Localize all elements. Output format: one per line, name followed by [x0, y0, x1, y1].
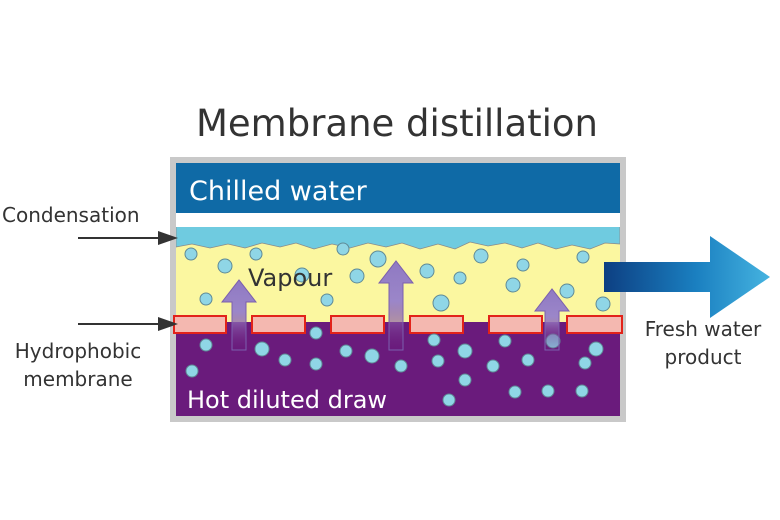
- chilled-water-layer: [176, 163, 620, 213]
- hot-draw-label: Hot diluted draw: [187, 386, 387, 414]
- droplet: [578, 356, 592, 370]
- membrane-label-line1: Hydrophobic: [15, 339, 141, 363]
- droplet: [559, 283, 575, 299]
- condensate-film: [176, 225, 620, 250]
- condensation-label: Condensation: [2, 203, 140, 227]
- hydrophobic-membrane: [173, 315, 623, 334]
- droplet: [588, 341, 604, 357]
- droplet: [184, 247, 198, 261]
- droplet: [254, 341, 270, 357]
- droplet: [453, 271, 467, 285]
- droplet: [278, 353, 292, 367]
- air-gap: [176, 213, 620, 227]
- droplet: [498, 334, 512, 348]
- droplet: [521, 353, 535, 367]
- membrane-segment: [488, 315, 543, 334]
- droplet: [294, 267, 310, 283]
- droplet: [419, 263, 435, 279]
- droplet: [185, 364, 199, 378]
- chilled-water-label: Chilled water: [189, 176, 368, 207]
- membrane-segment: [409, 315, 464, 334]
- membrane-pointer-arrow: [78, 317, 178, 331]
- droplet: [349, 268, 365, 284]
- droplet: [309, 326, 323, 340]
- droplet: [309, 357, 323, 371]
- droplet: [473, 248, 489, 264]
- diagram-title: Membrane distillation: [196, 102, 598, 145]
- droplet: [442, 393, 456, 407]
- up-arrow-icon: [377, 260, 415, 351]
- droplet: [199, 292, 213, 306]
- droplet: [431, 354, 445, 368]
- droplet: [486, 359, 500, 373]
- up-arrow-icon: [220, 279, 258, 351]
- droplet: [394, 359, 408, 373]
- droplet: [339, 344, 353, 358]
- droplet: [336, 242, 350, 256]
- water-droplets: [184, 242, 611, 407]
- fresh-water-output-arrow: [604, 236, 770, 318]
- output-label-line2: product: [665, 345, 742, 369]
- droplet: [199, 338, 213, 352]
- droplet: [516, 258, 530, 272]
- droplet: [595, 296, 611, 312]
- droplet: [369, 250, 387, 268]
- vapour-label: Vapour: [248, 264, 332, 292]
- droplet: [575, 384, 589, 398]
- droplet: [508, 385, 522, 399]
- membrane-segment: [566, 315, 623, 334]
- droplet: [458, 373, 472, 387]
- membrane-segment: [251, 315, 306, 334]
- output-label-line1: Fresh water: [645, 317, 762, 341]
- condensation-pointer-arrow: [78, 231, 178, 245]
- membrane-label-line2: membrane: [23, 367, 132, 391]
- droplet: [432, 294, 450, 312]
- arrow-right-icon: [158, 317, 178, 331]
- arrow-right-icon: [158, 231, 178, 245]
- droplet: [217, 258, 233, 274]
- droplet: [364, 348, 380, 364]
- droplet: [457, 343, 473, 359]
- up-arrow-icon: [533, 288, 571, 351]
- droplet: [505, 277, 521, 293]
- membrane-segment: [330, 315, 385, 334]
- droplet: [320, 293, 334, 307]
- vapour-flow-arrows: [220, 260, 571, 351]
- droplet: [249, 247, 263, 261]
- membrane-segment: [173, 315, 227, 334]
- droplet: [427, 333, 441, 347]
- droplet: [541, 384, 555, 398]
- droplet: [576, 250, 590, 264]
